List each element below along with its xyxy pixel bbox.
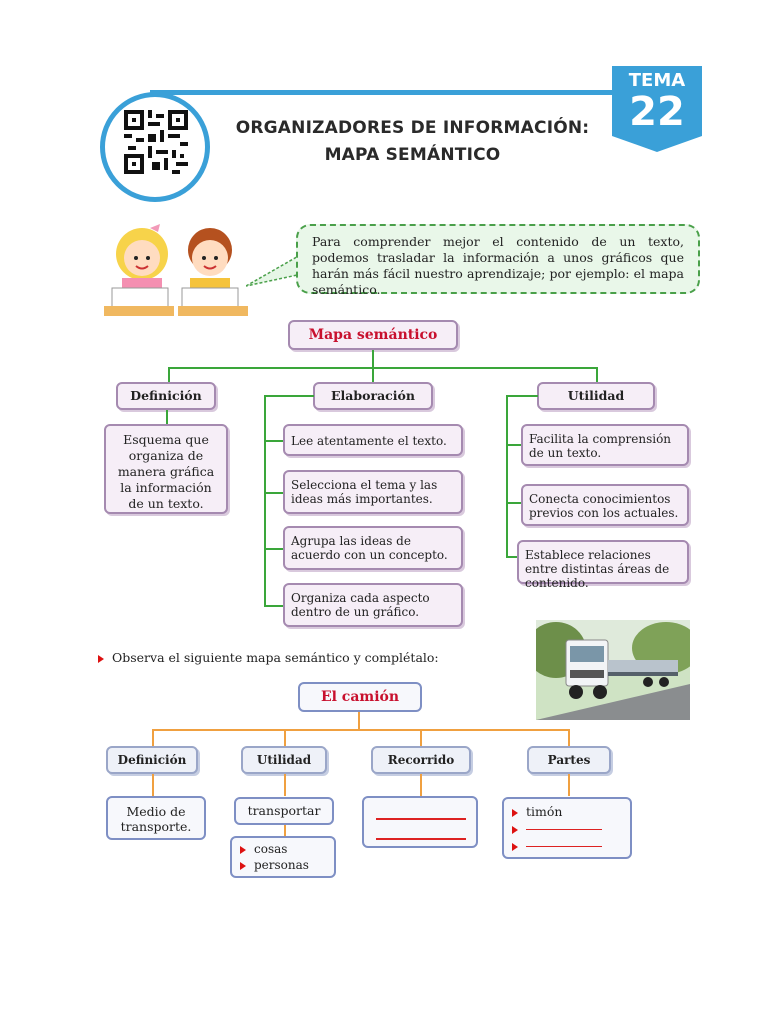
- map1-branch-elaboracion: Elaboración: [313, 382, 433, 410]
- header-bar: [150, 90, 620, 95]
- map1-connector: [506, 395, 538, 397]
- map1-connector: [166, 410, 168, 424]
- truck-photo: [536, 620, 690, 720]
- tema-badge: [612, 66, 702, 152]
- intro-bubble: Para comprender mejor el contenido de un…: [296, 224, 700, 297]
- map1-utilidad-item: Establece relaciones entre distintas áre…: [517, 540, 689, 590]
- map1-connector: [264, 605, 284, 607]
- answer-line[interactable]: [376, 838, 466, 840]
- answer-line[interactable]: [526, 846, 602, 847]
- map1-connector: [506, 502, 522, 504]
- list-item: personas: [240, 857, 326, 873]
- map2-connector: [152, 729, 154, 747]
- tema-number: 22: [629, 89, 685, 135]
- page-title-line2: MAPA SEMÁNTICO: [324, 145, 501, 165]
- map1-connector: [596, 367, 598, 383]
- map1-connector: [506, 556, 522, 558]
- map1-elaboracion-item: Lee atentamente el texto.: [283, 424, 463, 456]
- map1-connector: [372, 367, 374, 383]
- map2-connector: [568, 729, 570, 747]
- instruction: Observa el siguiente mapa semántico y co…: [98, 650, 439, 665]
- list-item[interactable]: [512, 837, 622, 854]
- map1-elaboracion-item: Organiza cada aspecto dentro de un gráfi…: [283, 583, 463, 627]
- map1-utilidad-item: Facilita la comprensión de un texto.: [521, 424, 689, 466]
- map1-connector: [506, 395, 508, 557]
- red-bullet-icon: [240, 845, 246, 854]
- map2-utilidad-subitems: cosas personas: [230, 836, 336, 878]
- map2-root: El camión: [298, 682, 422, 712]
- map1-connector: [264, 548, 284, 550]
- children-illustration: [100, 218, 252, 320]
- red-bullet-icon: [240, 861, 246, 870]
- map1-connector: [168, 367, 170, 383]
- map2-connector: [358, 712, 360, 730]
- map2-connector: [284, 729, 286, 747]
- map2-branch-partes: Partes: [527, 746, 611, 774]
- red-bullet-icon: [512, 825, 518, 834]
- subitem-text: cosas: [254, 842, 288, 856]
- map1-utilidad-item: Conecta conocimientos previos con los ac…: [521, 484, 689, 526]
- map1-branch-utilidad: Utilidad: [537, 382, 655, 410]
- speech-bubble-tail: [245, 250, 306, 290]
- map1-elaboracion-item: Agrupa las ideas de acuerdo con un conce…: [283, 526, 463, 570]
- map2-utilidad-content: transportar: [234, 797, 334, 825]
- answer-line[interactable]: [526, 829, 602, 830]
- red-bullet-icon: [98, 654, 104, 663]
- map1-connector: [264, 492, 284, 494]
- map2-branch-recorrido: Recorrido: [371, 746, 471, 774]
- map1-connector: [506, 444, 522, 446]
- map2-branch-utilidad: Utilidad: [241, 746, 327, 774]
- list-item: timón: [512, 803, 622, 820]
- red-bullet-icon: [512, 808, 518, 817]
- answer-line[interactable]: [376, 818, 466, 820]
- map1-connector: [264, 395, 266, 607]
- map2-connector: [420, 729, 422, 747]
- red-bullet-icon: [512, 842, 518, 851]
- map2-connector: [152, 774, 154, 796]
- map1-connector: [264, 440, 284, 442]
- list-item: cosas: [240, 841, 326, 857]
- map2-connector: [284, 774, 286, 796]
- map2-connector: [284, 825, 286, 837]
- map1-connector: [168, 367, 596, 369]
- qr-code: [124, 110, 188, 174]
- map2-connector: [568, 774, 570, 796]
- map1-elaboracion-item: Selecciona el tema y las ideas más impor…: [283, 470, 463, 514]
- map2-recorrido-content: [362, 796, 478, 848]
- map2-connector: [152, 729, 570, 731]
- map2-branch-definicion: Definición: [106, 746, 198, 774]
- intro-text: Para comprender mejor el contenido de un…: [312, 234, 684, 297]
- map1-root: Mapa semántico: [288, 320, 458, 350]
- map1-branch-definicion: Definición: [116, 382, 216, 410]
- map1-connector: [372, 350, 374, 368]
- tema-label: TEMA: [628, 70, 686, 91]
- map2-connector: [420, 774, 422, 796]
- map2-partes-content: timón: [502, 797, 632, 859]
- map1-definition-item: Esquema que organiza de manera gráfica l…: [104, 424, 228, 514]
- instruction-text: Observa el siguiente mapa semántico y co…: [112, 650, 439, 665]
- map1-connector: [264, 395, 314, 397]
- subitem-text: personas: [254, 858, 309, 872]
- list-item[interactable]: [512, 820, 622, 837]
- page-title-line1: ORGANIZADORES DE INFORMACIÓN:: [235, 118, 590, 138]
- map2-definition-content: Medio de transporte.: [106, 796, 206, 840]
- subitem-text: timón: [526, 804, 563, 819]
